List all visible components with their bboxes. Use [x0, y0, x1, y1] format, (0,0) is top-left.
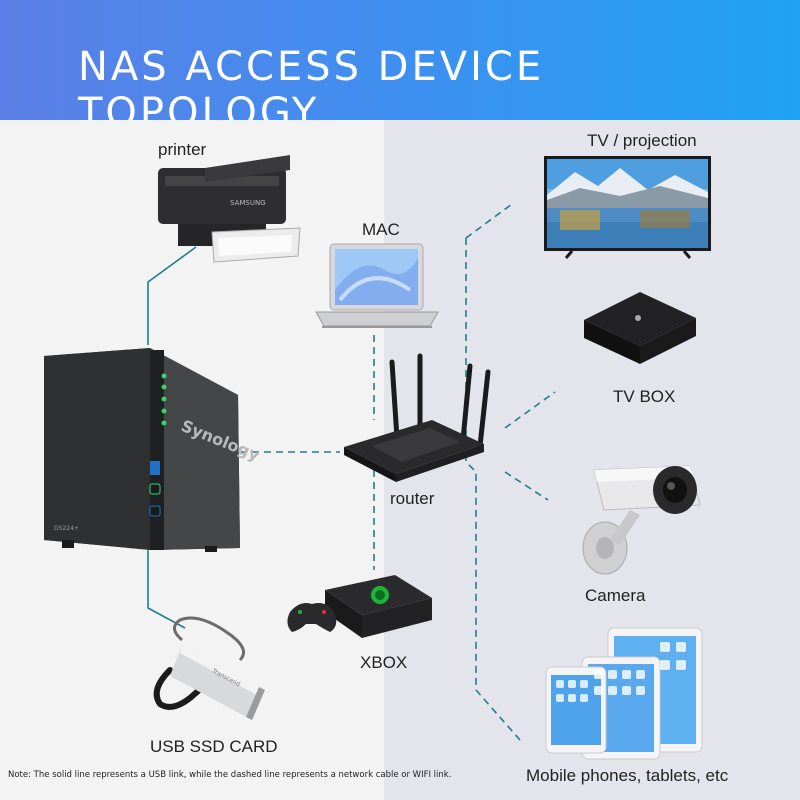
camera-image	[582, 465, 701, 575]
usb-card-image: Transcend	[153, 616, 265, 720]
tv-box-image	[584, 292, 696, 364]
header-banner: NAS ACCESS DEVICE TOPOLOGY	[0, 0, 800, 136]
tvbox-label: TV BOX	[613, 387, 676, 406]
mac-label: MAC	[362, 220, 400, 239]
xbox-label: XBOX	[360, 653, 408, 672]
usb-link-printer	[147, 246, 197, 345]
network-link-backbone	[465, 238, 521, 741]
mac-laptop-image	[315, 243, 439, 328]
printer-brand: SAMSUNG	[230, 199, 266, 207]
mobile-devices-image	[545, 627, 703, 760]
tv-label: TV / projection	[587, 131, 697, 150]
mobile-label: Mobile phones, tablets, etc	[526, 766, 729, 785]
nas-model: DS224+	[54, 525, 79, 532]
network-link-tv	[465, 203, 513, 239]
usb-link-usb-card	[147, 550, 186, 629]
router-label: router	[390, 489, 435, 508]
network-link-tvbox	[504, 391, 556, 429]
router-image	[344, 353, 491, 482]
printer-image: SAMSUNG	[158, 155, 301, 263]
camera-label: Camera	[585, 586, 646, 605]
tv-image	[544, 156, 711, 259]
printer-label: printer	[158, 140, 207, 159]
legend-note: Note: The solid line represents a USB li…	[8, 770, 452, 780]
xbox-image	[287, 575, 432, 638]
network-link-camera	[504, 471, 549, 501]
nas-image: Synology DS224+	[44, 348, 263, 552]
usb-label: USB SSD CARD	[150, 737, 278, 756]
